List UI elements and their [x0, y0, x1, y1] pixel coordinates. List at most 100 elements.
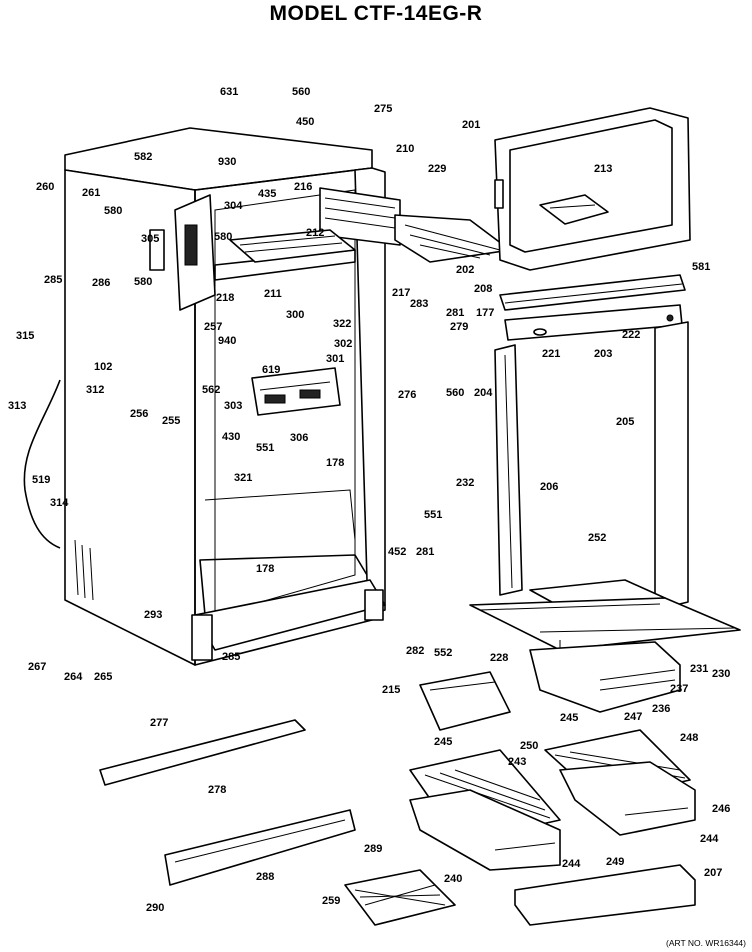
model-title: MODEL CTF-14EG-R	[269, 2, 483, 25]
part-label: 290	[146, 902, 164, 914]
part-label: 430	[222, 431, 240, 443]
part-label: 216	[294, 181, 312, 193]
part-label: 206	[540, 481, 558, 493]
rail-277	[99, 719, 306, 786]
part-label: 282	[406, 645, 424, 657]
part-label: 582	[134, 151, 152, 163]
part-label: 452	[388, 546, 406, 558]
part-label: 215	[382, 684, 400, 696]
cabinet	[64, 127, 386, 666]
part-label: 252	[588, 532, 606, 544]
part-label: 259	[322, 895, 340, 907]
part-label: 201	[462, 119, 480, 131]
part-label: 551	[424, 509, 442, 521]
part-label: 250	[520, 740, 538, 752]
part-label: 249	[606, 856, 624, 868]
part-label: 435	[258, 188, 276, 200]
part-label: 281	[416, 546, 434, 558]
part-label: 202	[456, 264, 474, 276]
evaporator-212	[229, 229, 356, 263]
part-label: 283	[410, 298, 428, 310]
part-label: 276	[398, 389, 416, 401]
part-label: 314	[50, 497, 69, 509]
part-label: 315	[16, 330, 34, 342]
part-label: 279	[450, 321, 468, 333]
part-label: 237	[670, 683, 688, 695]
part-label: 261	[82, 187, 100, 199]
part-label: 289	[364, 843, 382, 855]
part-label: 210	[396, 143, 414, 155]
part-label: 306	[290, 432, 308, 444]
part-label: 265	[94, 671, 112, 683]
door-gasket-205	[654, 321, 689, 611]
part-label: 208	[474, 283, 492, 295]
part-label: 281	[446, 307, 464, 319]
part-label: 229	[428, 163, 446, 175]
part-label: 278	[208, 784, 226, 796]
part-label: 178	[326, 457, 344, 469]
part-label: 277	[150, 717, 168, 729]
part-label: 255	[162, 415, 180, 427]
crisper-drawer-244	[559, 761, 696, 836]
part-label: 211	[264, 288, 282, 300]
part-label: 205	[616, 416, 634, 428]
part-label: 303	[224, 400, 242, 412]
thermostat-306	[251, 367, 341, 416]
part-label: 245	[434, 736, 452, 748]
part-label: 562	[202, 384, 220, 396]
part-label: 267	[28, 661, 46, 673]
part-label: 275	[374, 103, 392, 115]
part-label: 248	[680, 732, 698, 744]
part-label: 222	[622, 329, 640, 341]
part-label: 293	[144, 609, 162, 621]
part-label: 519	[32, 474, 50, 486]
part-label: 450	[296, 116, 314, 128]
part-label: 321	[234, 472, 252, 484]
part-label: 247	[624, 711, 642, 723]
part-label: 580	[104, 205, 122, 217]
meat-pan-236	[529, 641, 681, 713]
glass-shelf-228	[469, 597, 741, 651]
part-label: 244	[700, 833, 719, 845]
part-label: 301	[326, 353, 344, 365]
part-label: 581	[692, 261, 710, 273]
part-label: 230	[712, 668, 730, 680]
part-label: 232	[456, 477, 474, 489]
part-label: 260	[36, 181, 54, 193]
part-label: 236	[652, 703, 670, 715]
part-label: 178	[256, 563, 274, 575]
part-label: 313	[8, 400, 26, 412]
part-label: 102	[94, 361, 112, 373]
breaker-strip-208	[499, 274, 686, 311]
part-label: 244	[562, 858, 581, 870]
part-label: 580	[214, 231, 232, 243]
part-label: 560	[446, 387, 464, 399]
door-bin-207	[514, 864, 696, 926]
part-label: 619	[262, 364, 280, 376]
part-label: 288	[256, 871, 274, 883]
part-label: 245	[560, 712, 578, 724]
door-liner-206	[494, 344, 523, 596]
control-panel-304	[149, 194, 216, 311]
part-label: 228	[490, 652, 508, 664]
part-label: 631	[220, 86, 238, 98]
part-label: 264	[64, 671, 83, 683]
part-label: 212	[306, 227, 324, 239]
part-label: 177	[476, 307, 494, 319]
part-label: 207	[704, 867, 722, 879]
part-label: 580	[134, 276, 152, 288]
part-label: 204	[474, 387, 493, 399]
part-label: 217	[392, 287, 410, 299]
part-label: 302	[334, 338, 352, 350]
part-label: 257	[204, 321, 222, 333]
part-label: 221	[542, 348, 560, 360]
part-label: 285	[44, 274, 62, 286]
part-label: 312	[86, 384, 104, 396]
part-label: 552	[434, 647, 452, 659]
freezer-shelf-217	[319, 187, 511, 263]
grille-259	[344, 869, 456, 926]
part-label: 322	[333, 318, 351, 330]
part-label: 240	[444, 873, 462, 885]
